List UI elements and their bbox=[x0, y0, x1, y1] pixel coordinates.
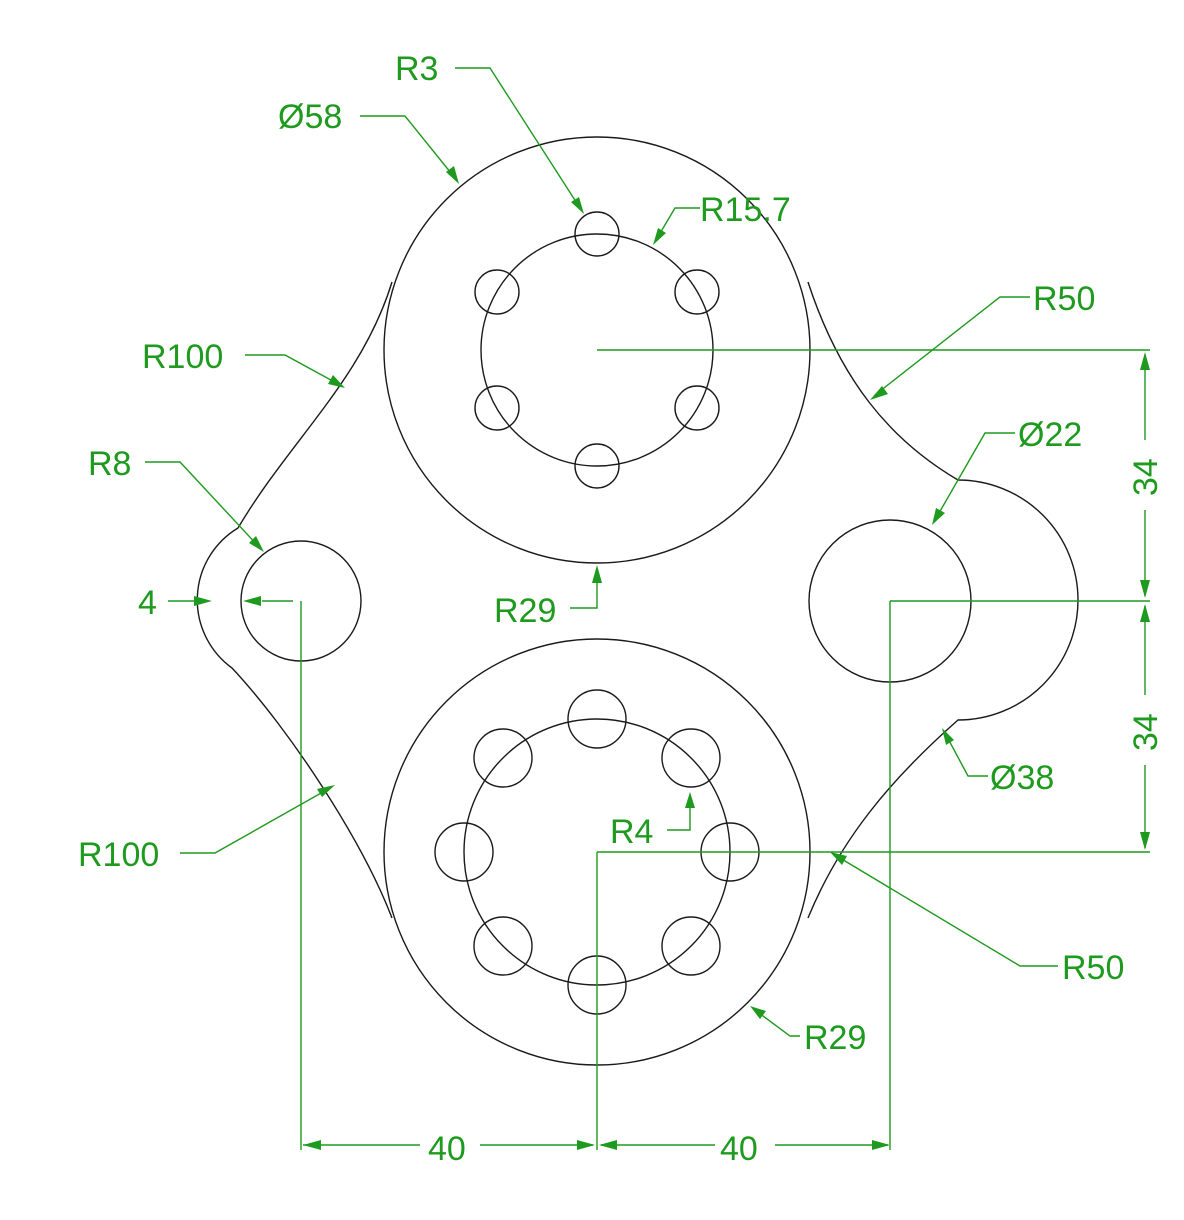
label-dia38: Ø38 bbox=[990, 759, 1054, 797]
label-dim34-bottom: 34 bbox=[1127, 713, 1165, 751]
bottom-hole-4 bbox=[661, 916, 721, 976]
bottom-hole-2 bbox=[661, 728, 721, 788]
outer-profile bbox=[196, 281, 1079, 919]
top-hole-6 bbox=[474, 269, 520, 315]
label-dia58: Ø58 bbox=[278, 98, 342, 136]
bottom-hole-8 bbox=[473, 728, 533, 788]
label-r50-bottom: R50 bbox=[1062, 949, 1124, 987]
label-r50-top: R50 bbox=[1033, 280, 1095, 318]
label-r3: R3 bbox=[395, 50, 438, 88]
top-hole-2 bbox=[674, 269, 720, 315]
label-r15-7: R15.7 bbox=[700, 191, 791, 229]
label-dia22: Ø22 bbox=[1018, 416, 1082, 454]
bottom-hole-6 bbox=[473, 916, 533, 976]
label-r100-top: R100 bbox=[142, 338, 223, 376]
label-four: 4 bbox=[138, 584, 157, 622]
label-r8: R8 bbox=[88, 445, 131, 483]
top-hole-1 bbox=[574, 211, 620, 257]
dimension-labels: R3 Ø58 R15.7 R50 R100 Ø22 R8 4 R29 34 34… bbox=[78, 50, 1165, 1168]
label-r4: R4 bbox=[610, 813, 653, 851]
label-r29-bottom: R29 bbox=[804, 1019, 866, 1057]
label-dim40-left: 40 bbox=[428, 1130, 466, 1168]
dimension-lines bbox=[145, 67, 1150, 1150]
label-dim34-top: 34 bbox=[1127, 458, 1165, 496]
label-dim40-right: 40 bbox=[720, 1130, 758, 1168]
label-r29-top: R29 bbox=[494, 592, 556, 630]
label-r100-bottom: R100 bbox=[78, 836, 159, 874]
top-hole-3 bbox=[674, 385, 720, 431]
top-hole-4 bbox=[574, 443, 620, 489]
bottom-hole-7 bbox=[434, 822, 494, 882]
top-hole-5 bbox=[474, 385, 520, 431]
bottom-hole-1 bbox=[567, 689, 627, 749]
